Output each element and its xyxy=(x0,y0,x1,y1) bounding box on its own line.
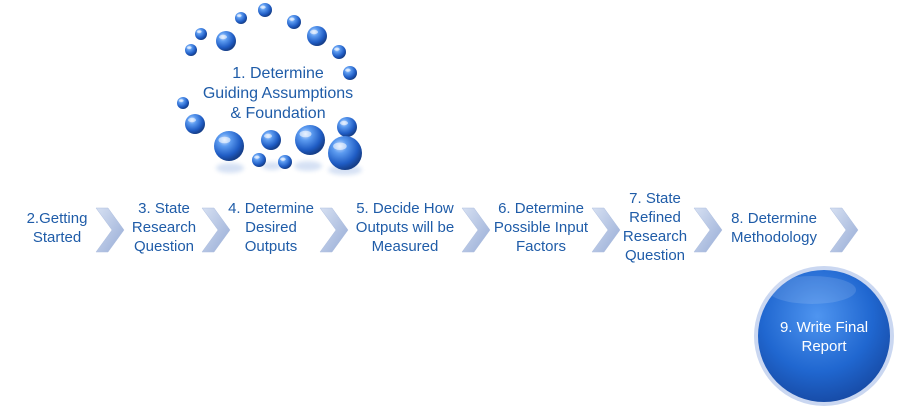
bubble-highlight-15 xyxy=(218,136,231,144)
bubble-highlight-17 xyxy=(254,155,260,159)
bubble-3 xyxy=(287,15,301,29)
bubble-7 xyxy=(185,44,197,56)
final-circle-highlight xyxy=(768,276,856,304)
chevron-arrow-3 xyxy=(319,207,349,253)
bubble-highlight-18 xyxy=(280,157,286,161)
step-9-label: 9. Write Final Report xyxy=(779,319,869,355)
bubble-highlight-4 xyxy=(196,30,202,33)
bubble-highlight-10 xyxy=(178,99,184,102)
step-2-label: 2.Getting Started xyxy=(26,210,88,246)
bubble-highlight-1 xyxy=(260,5,266,9)
step-4-label: 4. Determine Desired Outputs xyxy=(228,200,314,255)
bubble-6 xyxy=(216,31,236,51)
chevron-arrow-6 xyxy=(693,207,723,253)
bubble-highlight-12 xyxy=(340,120,348,126)
chevron-arrow-2 xyxy=(201,207,231,253)
step-6-label: 6. Determine Possible Input Factors xyxy=(493,200,589,255)
bubble-highlight-13 xyxy=(264,133,272,139)
step-1-label: 1. Determine Guiding Assumptions & Found… xyxy=(202,65,354,122)
chevron-arrow-4 xyxy=(461,207,491,253)
bubble-highlight-14 xyxy=(299,130,312,138)
bubble-10 xyxy=(177,97,189,109)
bubble-highlight-16 xyxy=(333,142,347,150)
bubble-highlight-6 xyxy=(219,34,227,40)
bubble-17 xyxy=(252,153,266,167)
chevron-arrow-1 xyxy=(95,207,125,253)
bubble-highlight-11 xyxy=(188,117,196,123)
bubble-highlight-3 xyxy=(289,17,295,21)
bubble-highlight-9 xyxy=(345,68,351,72)
bubble-13 xyxy=(261,130,281,150)
chevron-arrows xyxy=(95,207,859,253)
bubble-15 xyxy=(214,131,244,161)
bubble-highlight-2 xyxy=(236,14,242,17)
bubble-highlight-5 xyxy=(310,29,318,35)
bubble-highlight-7 xyxy=(186,46,192,49)
bubble-5 xyxy=(307,26,327,46)
step-7-label: 7. State Refined Research Question xyxy=(622,190,688,264)
step-3-label: 3. State Research Question xyxy=(131,200,197,255)
bubble-2 xyxy=(235,12,247,24)
chevron-arrow-7 xyxy=(829,207,859,253)
bubble-18 xyxy=(278,155,292,169)
bubble-4 xyxy=(195,28,207,40)
bubble-8 xyxy=(332,45,346,59)
bubble-1 xyxy=(258,3,272,17)
final-report-circle xyxy=(758,270,890,402)
step-5-label: 5. Decide How Outputs will be Measured xyxy=(355,200,455,255)
bubble-16 xyxy=(328,136,362,170)
chevron-arrow-5 xyxy=(591,207,621,253)
step-8-label: 8. Determine Methodology xyxy=(731,210,817,246)
bubble-14 xyxy=(295,125,325,155)
bubble-highlight-8 xyxy=(334,47,340,51)
bubble-ring xyxy=(177,3,362,170)
